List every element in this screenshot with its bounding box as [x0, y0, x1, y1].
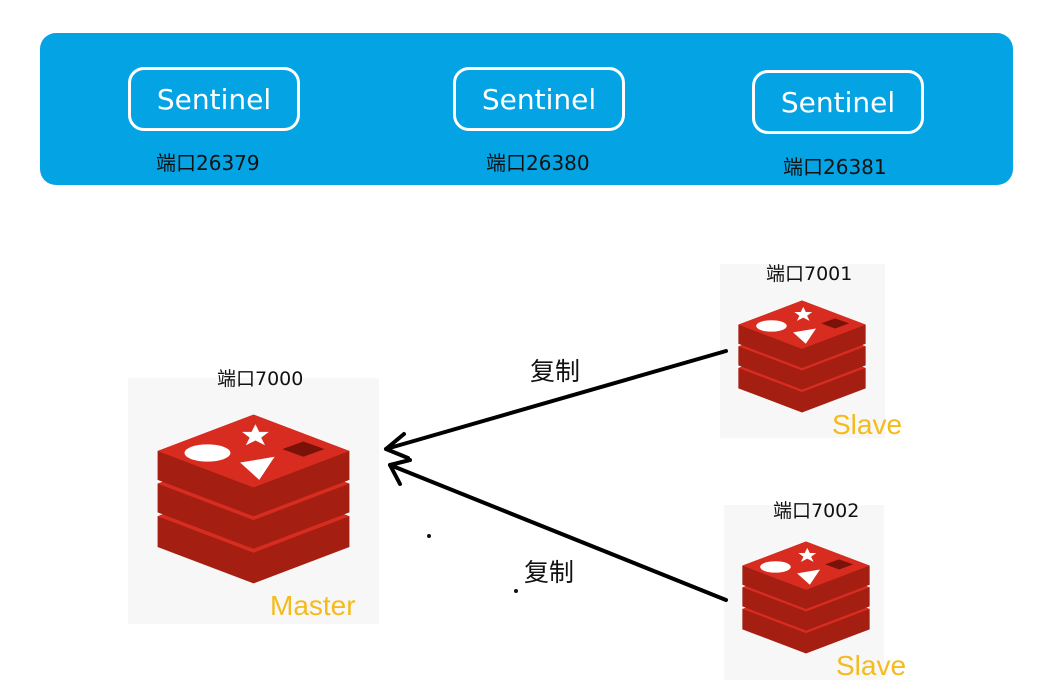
sentinel-label: Sentinel — [780, 85, 896, 119]
sentinel-label: Sentinel — [481, 82, 597, 116]
replication-label-2: 复制 — [524, 558, 575, 587]
sentinel-port-3: 端口26381 — [783, 155, 887, 179]
sentinel-node-2: Sentinel — [453, 67, 625, 131]
arrowhead-icon — [384, 432, 410, 460]
master-node — [128, 378, 379, 624]
stray-dot — [427, 534, 431, 538]
master-port: 端口7000 — [217, 368, 304, 390]
slave-role-label-1: Slave — [832, 409, 903, 440]
redis-logo-icon — [157, 414, 350, 584]
stray-dot — [514, 589, 518, 593]
slave-port-2: 端口7002 — [773, 500, 860, 522]
redis-logo-icon — [742, 541, 870, 654]
sentinel-port-1: 端口26379 — [156, 151, 260, 175]
master-role-label: Master — [270, 590, 356, 621]
arrowhead-icon — [388, 458, 412, 486]
sentinel-node-1: Sentinel — [128, 67, 300, 131]
sentinel-port-2: 端口26380 — [486, 151, 590, 175]
replication-arrow-1 — [384, 349, 728, 451]
replication-label-1: 复制 — [530, 357, 581, 386]
sentinel-label: Sentinel — [156, 82, 272, 116]
slave-role-label-2: Slave — [836, 650, 907, 681]
replication-arrow-2 — [388, 463, 728, 602]
slave-port-1: 端口7001 — [766, 263, 853, 285]
slave-node-2 — [724, 505, 884, 680]
redis-logo-icon — [738, 300, 866, 413]
slave-node-1 — [720, 264, 885, 438]
sentinel-cluster — [40, 33, 1013, 185]
sentinel-node-3: Sentinel — [752, 70, 924, 134]
